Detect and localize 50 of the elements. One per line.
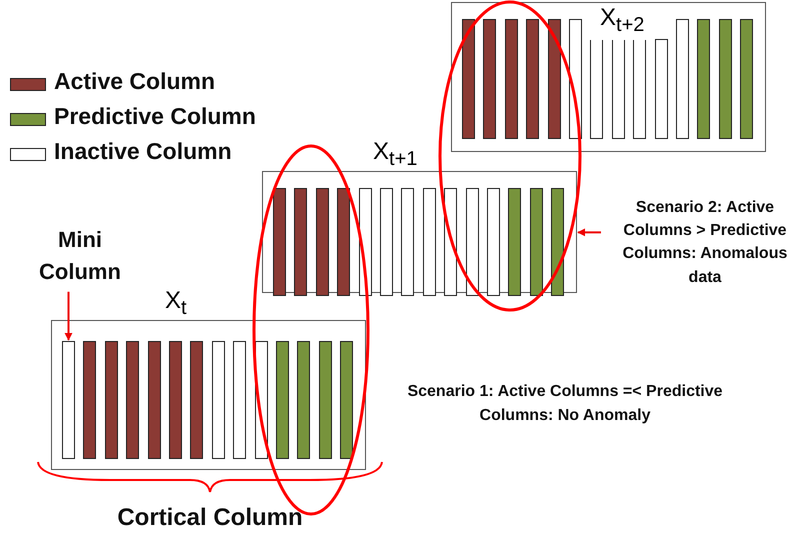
inactive-column [654,39,668,139]
predictive-column [740,19,754,139]
active-column [548,19,561,139]
inactive-column [401,188,414,296]
inactive-column [212,341,225,459]
inactive-column [676,19,689,139]
predictive-column [318,341,332,459]
predictive-column [530,188,543,296]
predictive-column [551,188,564,296]
active-column [273,188,286,296]
active-column [294,188,308,296]
active-column [462,19,475,139]
inactive-column [612,39,625,139]
active-column [104,341,118,459]
annotation-text: Mini Column [38,226,122,286]
leader-line [64,292,72,341]
time-step-label: X$_{t}$ [165,287,187,320]
inactive-column [590,39,604,139]
predictive-column [297,341,310,459]
active-column [316,188,329,296]
time-step-frame [451,2,766,152]
active-column [483,19,496,139]
inactive-column [466,188,479,296]
inactive-column [233,341,246,459]
active-column [169,341,182,459]
annotation-text: Scenario 1: Active Columns =< Predictive Columns: No Anomaly [406,382,724,426]
active-column [148,341,161,459]
predictive-column [276,341,289,459]
legend-label: Predictive Column [54,103,256,130]
predictive-column [697,19,710,139]
active-column [190,341,204,459]
active-column [504,19,518,139]
inactive-column [380,188,393,296]
inactive-column [62,341,75,459]
active-column [126,341,140,459]
predictive-column [718,19,732,139]
annotation-text: Scenario 2: Active Columns > Predictive Columns: Anomalous data [622,198,788,288]
bracket-label: Cortical Column [116,503,304,533]
predictive-column [340,341,354,459]
arrow [577,228,601,236]
inactive-column [422,188,436,296]
active-column [526,19,540,139]
legend-label: Inactive Column [54,138,232,165]
legend-label: Active Column [54,68,216,95]
time-step-label: X$_{t+1}$ [373,138,418,171]
inactive-column [633,39,646,139]
predictive-column [508,188,522,296]
active-column [83,341,96,459]
active-column [337,188,350,296]
inactive-column [487,188,500,296]
